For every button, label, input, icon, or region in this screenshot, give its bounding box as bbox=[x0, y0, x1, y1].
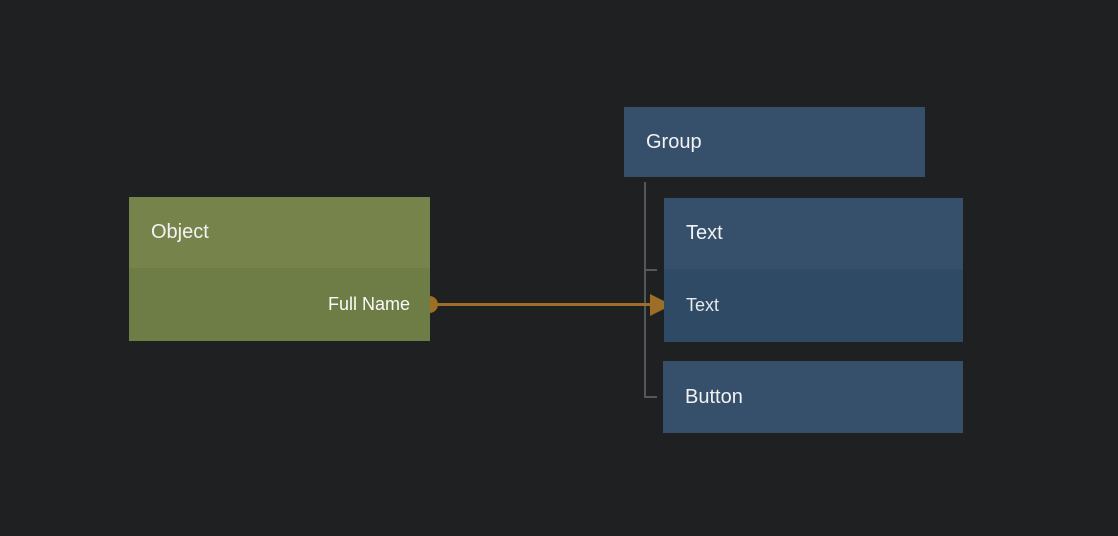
node-text-header[interactable]: Text bbox=[664, 198, 963, 269]
node-group[interactable]: Group bbox=[624, 107, 925, 177]
node-object-title: Object bbox=[151, 221, 209, 243]
node-button-header[interactable]: Button bbox=[663, 361, 963, 433]
tree-connector-tick-button-node bbox=[644, 396, 657, 398]
node-object-output-port-label: Full Name bbox=[327, 294, 410, 314]
node-button-title: Button bbox=[685, 385, 743, 408]
node-text-title: Text bbox=[686, 222, 723, 244]
tree-connector-tick-text-node bbox=[644, 269, 657, 271]
node-text-input-port-label: Text bbox=[686, 295, 720, 315]
node-object-output-port-row[interactable]: Full Name bbox=[129, 268, 430, 341]
node-text-input-port-row[interactable]: Text bbox=[664, 269, 963, 342]
node-button[interactable]: Button bbox=[663, 361, 963, 433]
node-object-header[interactable]: Object bbox=[129, 197, 430, 268]
connection-line[interactable] bbox=[430, 303, 655, 306]
node-group-header[interactable]: Group bbox=[624, 107, 925, 177]
node-group-title: Group bbox=[646, 130, 702, 153]
node-text[interactable]: Text Text bbox=[664, 198, 963, 342]
node-object[interactable]: Object Full Name bbox=[129, 197, 430, 341]
tree-connector-vertical-line bbox=[644, 182, 646, 398]
